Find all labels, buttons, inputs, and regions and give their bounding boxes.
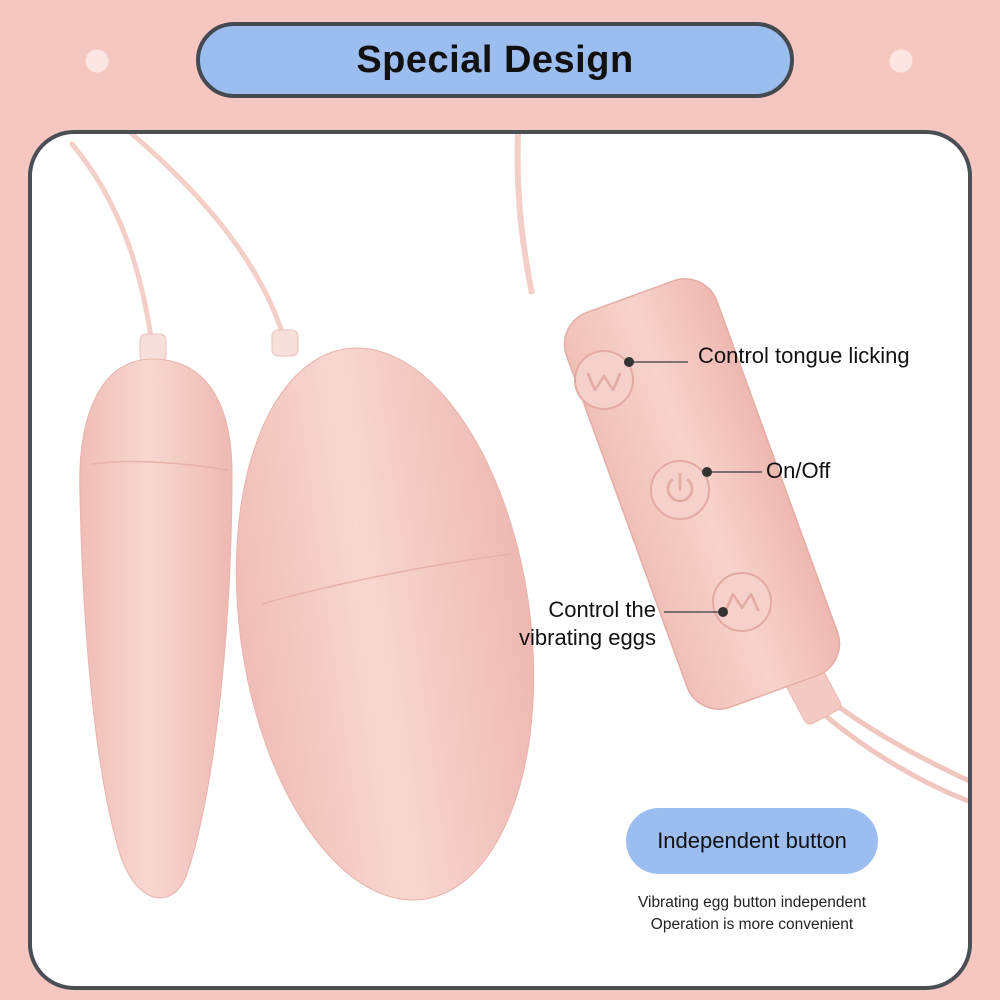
power-icon[interactable] bbox=[650, 460, 710, 520]
callout-dot-power bbox=[702, 467, 712, 477]
product-illustration bbox=[69, 134, 968, 901]
egg-seam-left bbox=[91, 460, 229, 471]
callout-lines bbox=[630, 361, 762, 613]
feature-pill-label: Independent button bbox=[657, 828, 847, 853]
cable-left bbox=[69, 141, 155, 347]
callout-dot-eggs bbox=[718, 607, 728, 617]
w-wave-icon[interactable] bbox=[574, 350, 634, 410]
vibrating-egg-oval bbox=[235, 347, 535, 901]
remote-cable-top bbox=[514, 134, 535, 295]
callout-dot-tongue bbox=[624, 357, 634, 367]
product-card: Control tongue licking On/Off Control th… bbox=[28, 130, 972, 990]
egg-cables bbox=[69, 134, 287, 347]
title-banner: Special Design bbox=[196, 22, 794, 98]
connector-cap-right bbox=[271, 329, 299, 357]
callout-tongue-label: Control tongue licking bbox=[698, 343, 910, 368]
feature-description: Vibrating egg button independent Operati… bbox=[592, 892, 912, 936]
feature-pill: Independent button bbox=[626, 808, 878, 874]
page-title: Special Design bbox=[356, 38, 634, 81]
callout-eggs-label-2: vibrating eggs bbox=[519, 625, 656, 650]
m-wave-icon[interactable] bbox=[712, 572, 772, 632]
callout-power-label: On/Off bbox=[766, 458, 831, 483]
cable-right bbox=[129, 134, 287, 342]
connector-cap-left bbox=[139, 333, 167, 363]
callout-eggs-label-1: Control the bbox=[548, 597, 656, 622]
egg-seam-right bbox=[261, 553, 513, 605]
vibrating-egg-long bbox=[79, 358, 233, 899]
feature-desc-line-2: Operation is more convenient bbox=[650, 916, 854, 933]
feature-desc-line-1: Vibrating egg button independent bbox=[637, 894, 867, 911]
